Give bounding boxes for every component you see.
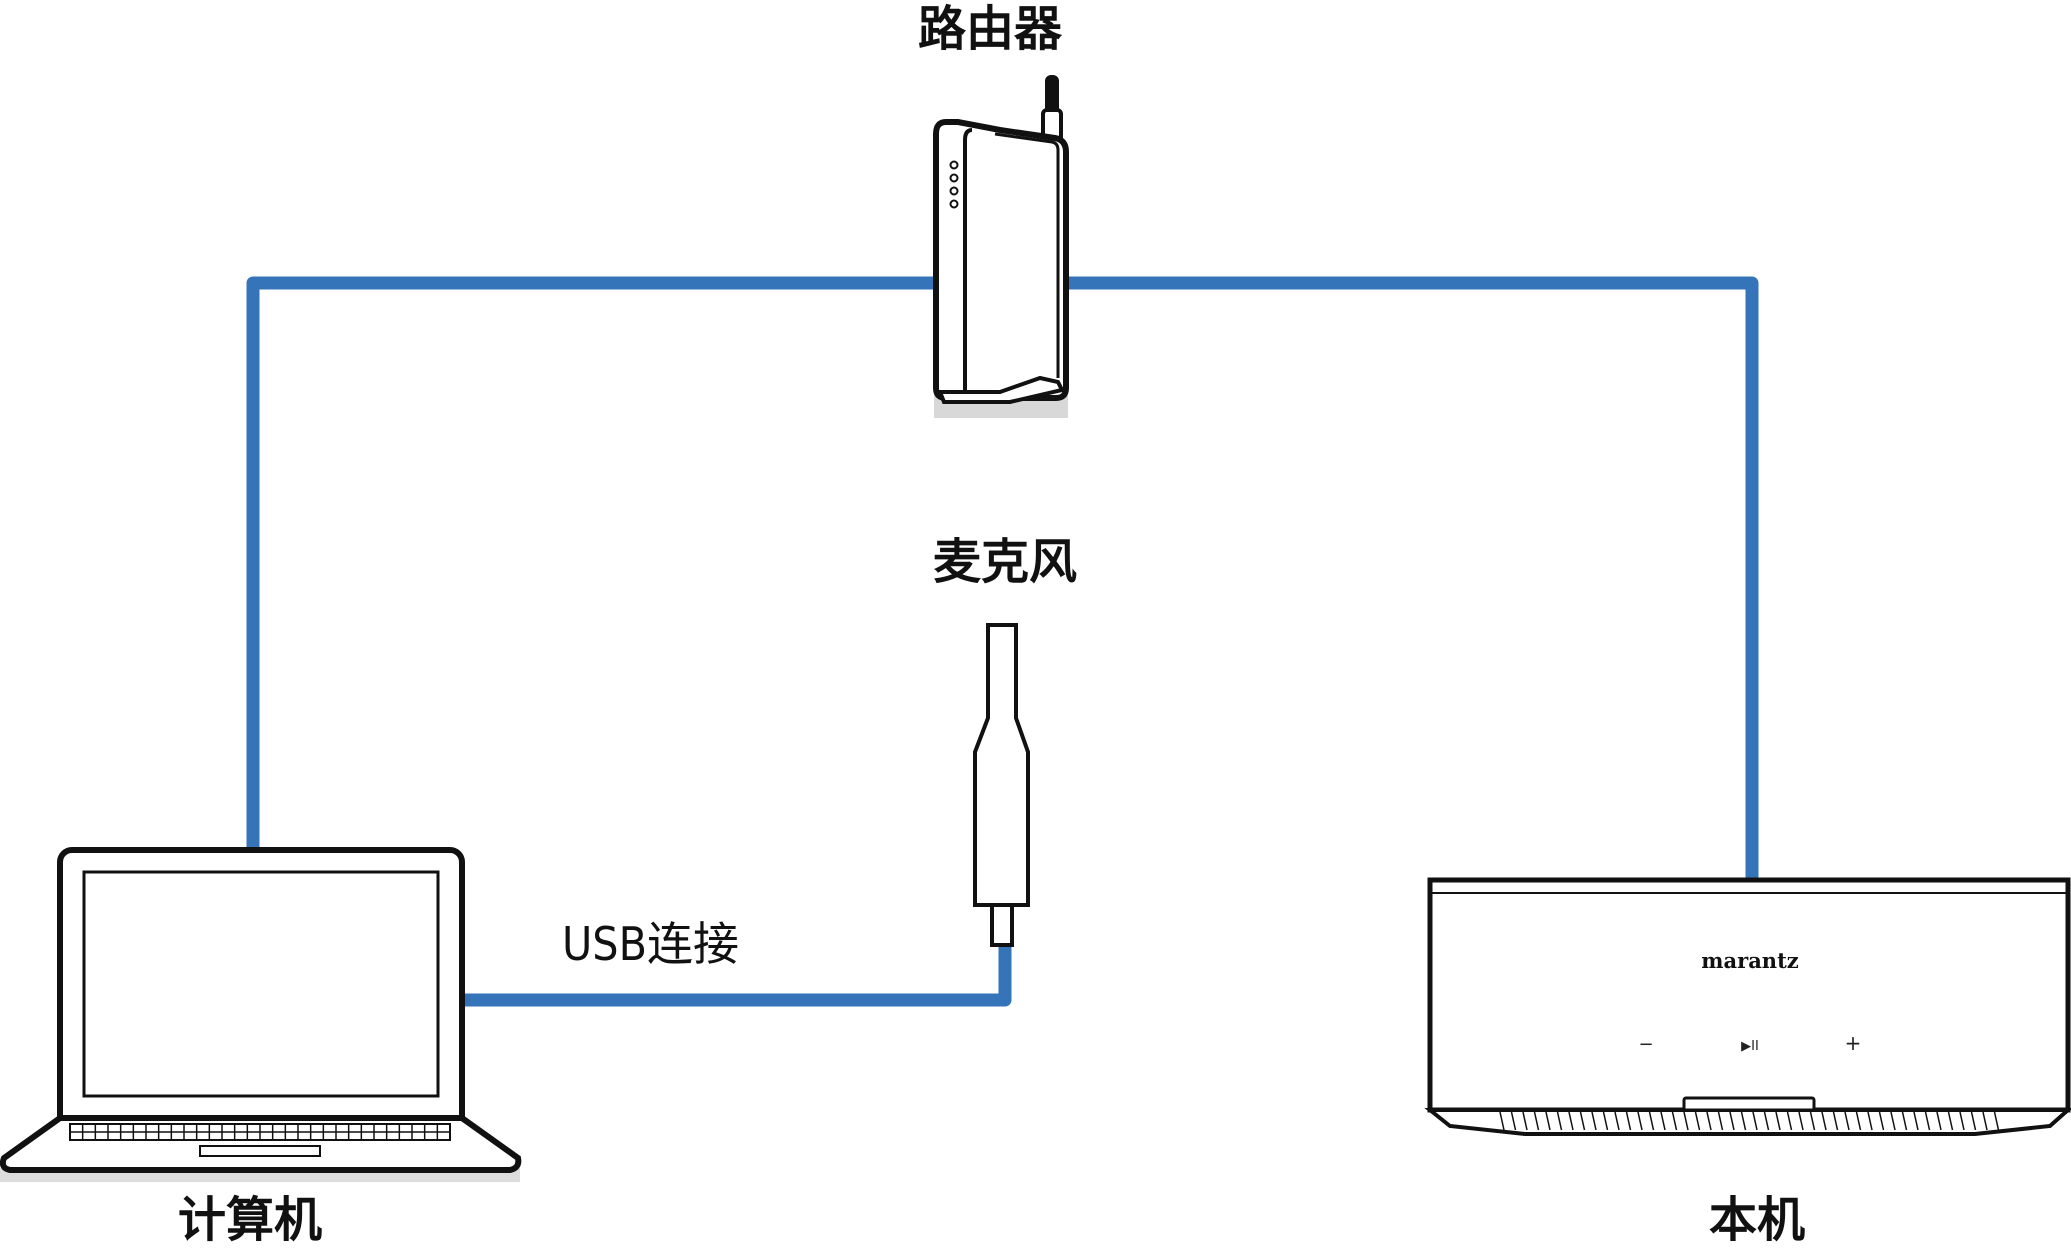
volume-up-button: + [1845, 1031, 1862, 1055]
microphone-label: 麦克风 [933, 534, 1077, 590]
laptop-icon [0, 847, 522, 1182]
router-label: 路由器 [918, 1, 1063, 57]
cable-router-to-unit [1055, 276, 1759, 887]
unit-label: 本机 [1709, 1192, 1805, 1248]
unit-brand-logo: marantz [1701, 948, 1798, 973]
cables [246, 276, 1759, 1007]
cable-router-to-computer [246, 276, 945, 855]
marantz-unit-icon: marantz − ▶II + [1424, 877, 2071, 1136]
play-pause-button: ▶II [1741, 1039, 1759, 1054]
computer-label: 计算机 [178, 1192, 322, 1248]
router-icon [933, 75, 1069, 418]
volume-down-button: − [1638, 1034, 1653, 1055]
microphone-icon [973, 623, 1030, 947]
cable-usb [456, 938, 1012, 1007]
usb-connection-label: USB连接 [562, 917, 739, 971]
